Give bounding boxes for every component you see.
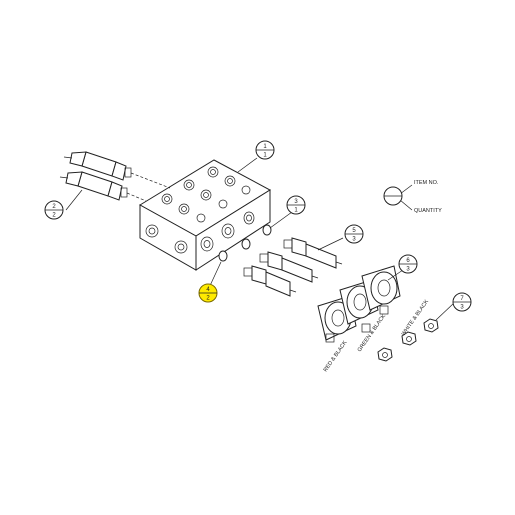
balloon-item-1-qty: 1 (263, 153, 267, 159)
balloon-item-1[interactable]: 1 1 (255, 140, 275, 160)
manifold-side-ports (200, 211, 255, 252)
balloon-item-2-number: 2 (52, 204, 56, 210)
legend: ITEM NO. QUANTITY (383, 180, 442, 214)
seal-ring-item-3[interactable] (262, 224, 272, 236)
balloon-item-1-number: 1 (263, 144, 267, 150)
valve-stem-3[interactable] (243, 265, 297, 297)
balloon-item-2[interactable]: 2 2 (44, 200, 64, 220)
cartridge-valve-upper[interactable] (63, 151, 171, 189)
balloon-item-3-qty: 1 (294, 208, 298, 214)
cartridge-valve-lower[interactable] (59, 171, 147, 202)
legend-qty-label: QUANTITY (414, 208, 442, 214)
balloon-item-5[interactable]: 5 3 (344, 224, 364, 244)
wire-label-red-black: RED & BLACK (323, 340, 349, 374)
hex-nut-3[interactable] (423, 318, 439, 333)
balloon-item-6[interactable]: 6 3 (398, 254, 418, 274)
solenoid-coil-3[interactable] (361, 265, 401, 315)
balloon-item-7-qty: 3 (460, 305, 464, 311)
leader-lines (65, 157, 455, 321)
manifold-block[interactable] (139, 159, 271, 271)
wire-label-green-black: GREEN & BLACK (357, 313, 388, 353)
legend-item-label: ITEM NO. (414, 180, 439, 186)
legend-balloon (383, 186, 403, 206)
manifold-top-ports (161, 166, 251, 223)
wire-label-white-black: WHITE & BLACK (401, 299, 430, 338)
balloon-item-2-qty: 2 (52, 213, 56, 219)
seal-rings-item-4[interactable] (218, 238, 251, 262)
balloon-item-6-number: 6 (406, 258, 410, 264)
hex-nut-1[interactable] (377, 347, 393, 362)
valve-stem-1[interactable] (283, 237, 343, 269)
balloon-item-3[interactable]: 3 1 (286, 195, 306, 215)
balloon-item-5-number: 5 (352, 228, 356, 234)
balloon-item-7[interactable]: 7 3 (452, 292, 472, 312)
hex-nut-2[interactable] (401, 331, 417, 346)
balloon-item-4-number: 4 (206, 287, 210, 293)
balloon-item-5-qty: 3 (352, 237, 356, 243)
balloon-item-7-number: 7 (460, 296, 464, 302)
balloon-item-4-qty: 2 (206, 296, 210, 302)
valve-stem-2[interactable] (259, 251, 319, 283)
balloon-item-3-number: 3 (294, 199, 298, 205)
manifold-front-ports (145, 224, 188, 254)
balloon-item-4[interactable]: 4 2 (198, 283, 218, 303)
balloon-item-6-qty: 3 (406, 267, 410, 273)
